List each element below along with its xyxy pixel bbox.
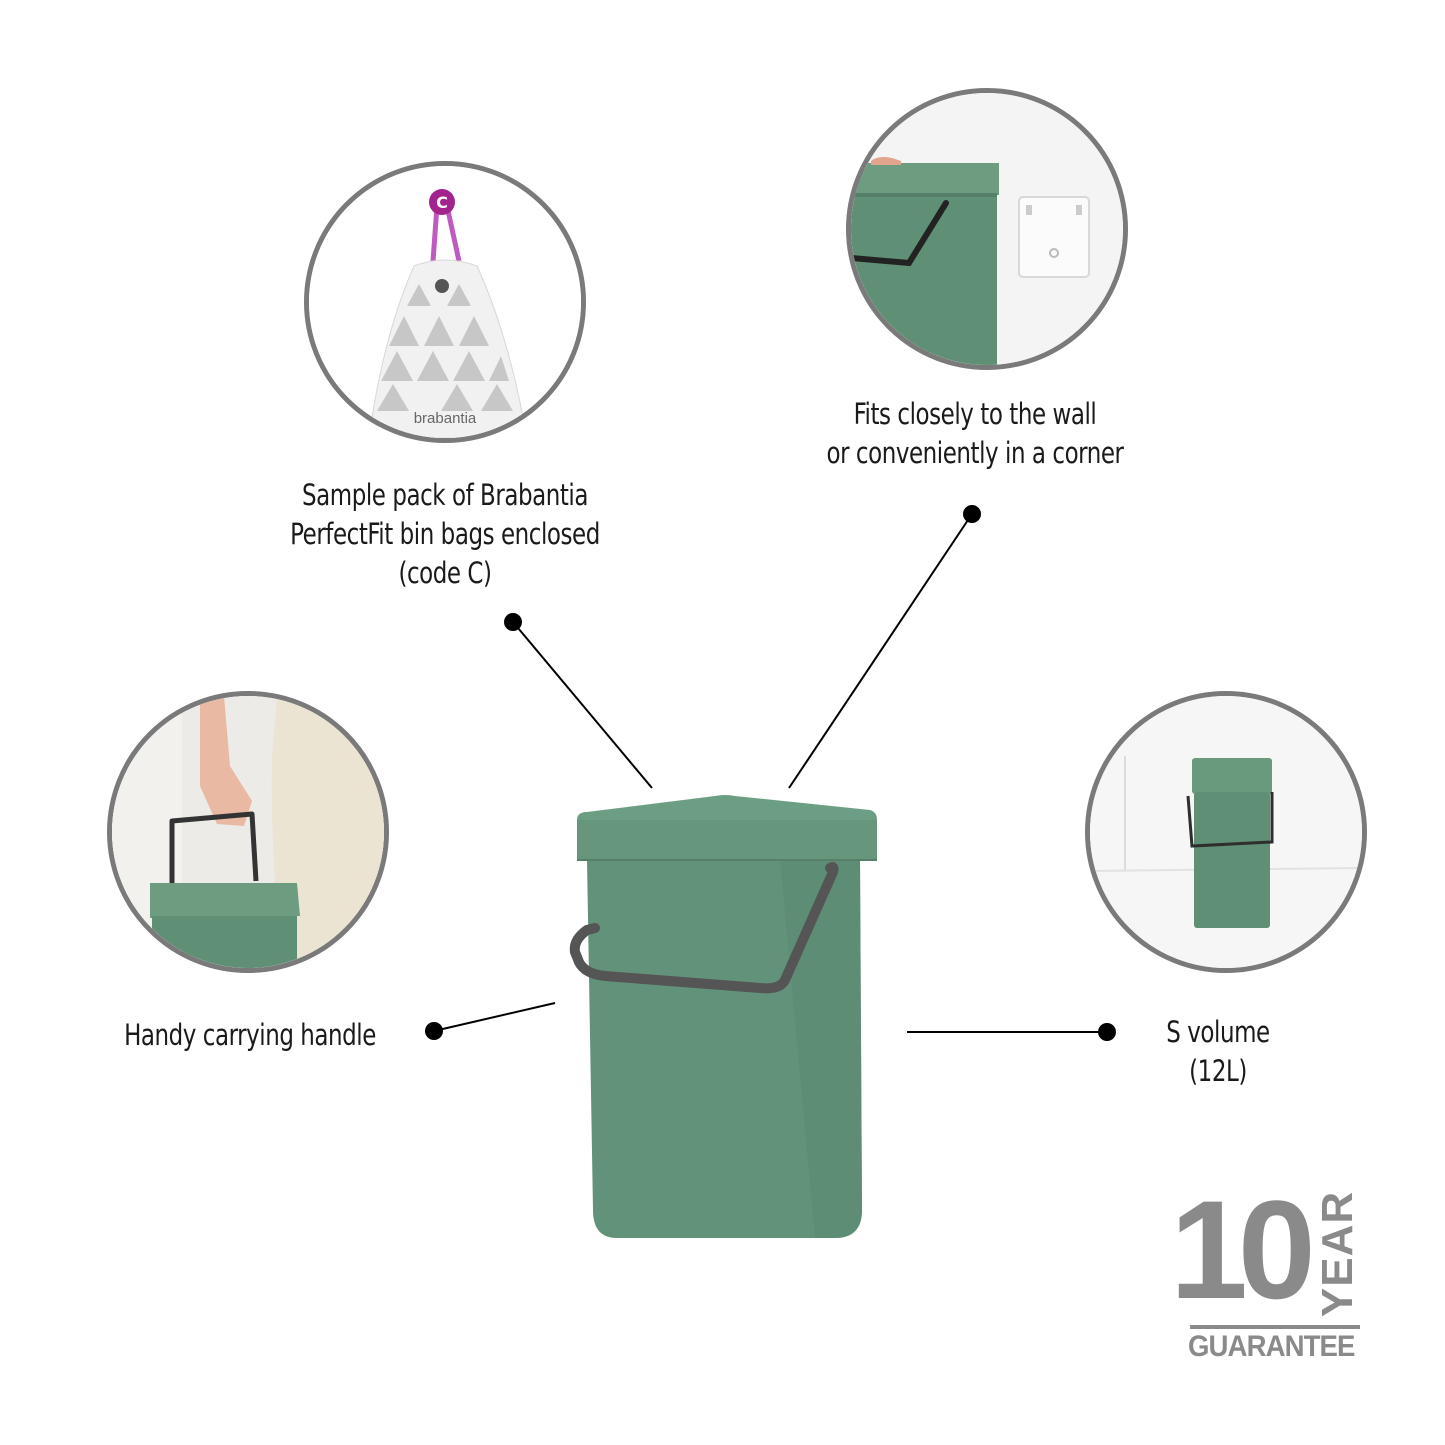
volume-photo-circle <box>1085 691 1367 973</box>
brabantia-logo-text: brabantia <box>414 410 477 427</box>
bin-handle <box>569 862 839 994</box>
label-line: S volume <box>1166 1015 1270 1049</box>
leader-dot-volume <box>1098 1023 1116 1041</box>
green-sort-bin-main-image <box>569 795 877 1238</box>
bin-against-wall-image <box>851 93 1123 365</box>
label-line: Handy carrying handle <box>124 1018 376 1052</box>
leader-dot-handle <box>425 1022 443 1040</box>
wall-mount-photo-circle <box>846 88 1128 370</box>
code-c-tag-icon <box>429 189 455 215</box>
leader-line-handle <box>433 1002 556 1032</box>
ten-year-guarantee-badge: 10 YEAR GUARANTEE <box>1170 1171 1365 1365</box>
feature-label-handle: Handy carrying handle <box>100 1016 399 1055</box>
drawstring-bin-bag-image: brabantia C <box>309 166 581 438</box>
leader-dot-bags <box>504 613 522 631</box>
label-line: PerfectFit bin bags enclosed <box>290 517 600 551</box>
bin-in-corner-image <box>1090 696 1362 968</box>
feature-label-wall: Fits closely to the wall or conveniently… <box>795 395 1156 473</box>
label-line: (12L) <box>1189 1054 1247 1088</box>
guarantee-unit: YEAR <box>1313 1190 1362 1318</box>
label-line: Sample pack of Brabantia <box>302 478 588 512</box>
leader-line-bags <box>512 621 653 789</box>
feature-label-volume: S volume (12L) <box>1130 1013 1306 1091</box>
guarantee-label: GUARANTEE <box>1188 1330 1355 1363</box>
label-line: Fits closely to the wall <box>853 397 1097 431</box>
feature-label-bags: Sample pack of Brabantia PerfectFit bin … <box>247 476 643 593</box>
label-line: or conveniently in a corner <box>826 436 1124 470</box>
leader-line-wall <box>788 513 973 789</box>
bin-bag-photo-circle: brabantia C <box>304 161 586 443</box>
guarantee-divider <box>1190 1325 1360 1329</box>
label-line: (code C) <box>398 556 492 590</box>
guarantee-unit-wrap: YEAR <box>1313 1190 1362 1318</box>
code-c-tag-letter: C <box>436 193 448 212</box>
leader-dot-wall <box>963 505 981 523</box>
hand-carrying-bin-image <box>112 696 384 968</box>
carry-handle-photo-circle <box>107 691 389 973</box>
guarantee-number: 10 <box>1170 1171 1316 1328</box>
